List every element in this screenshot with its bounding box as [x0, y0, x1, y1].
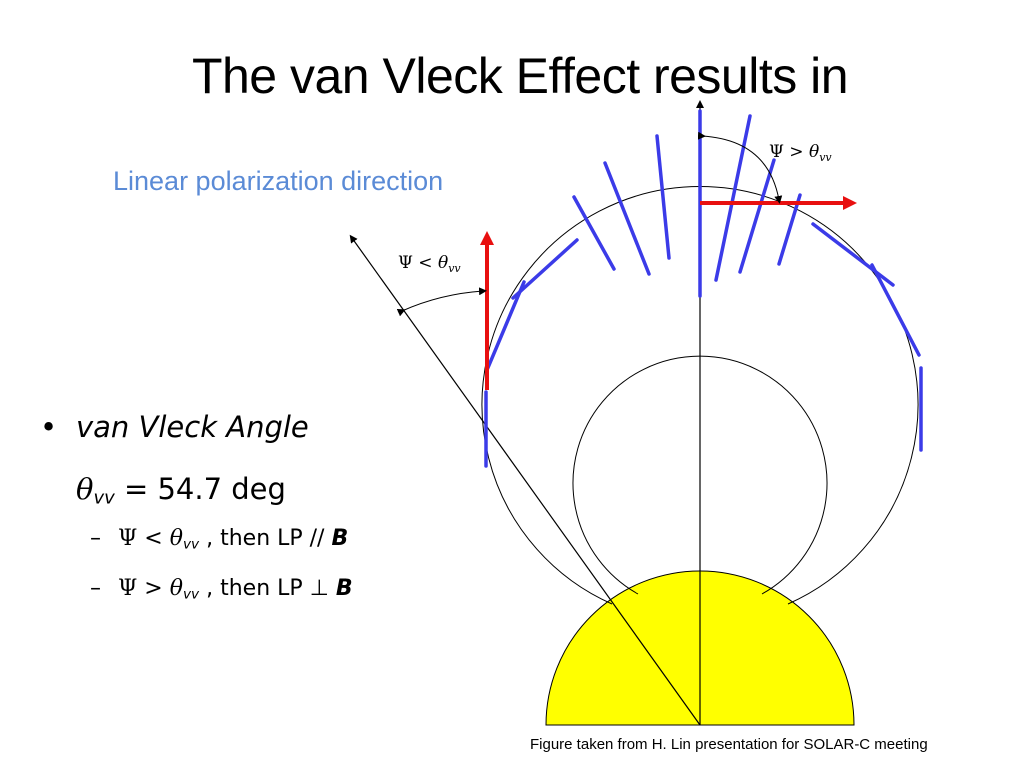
sub-bullet-text: , then LP ⊥ [199, 576, 336, 601]
linear-polarization-label: Linear polarization direction [113, 166, 444, 196]
greater-than-operator: > [137, 576, 170, 601]
theta-symbol: θ [169, 576, 183, 601]
theta-subscript: vv [182, 536, 200, 553]
theta-subscript: vv [182, 586, 200, 603]
bullet-marker: • [40, 410, 58, 444]
angle-arc-top [697, 131, 783, 204]
van-vleck-angle-value: θvv = 54.7 deg [76, 472, 286, 508]
line-of-sight [349, 234, 701, 726]
figure-caption: Figure taken from H. Lin presentation fo… [530, 736, 928, 753]
dash-marker: – [90, 526, 101, 551]
label-psi-less-theta: Ψ < θvv [398, 253, 461, 275]
bullet-text: van Vleck Angle [76, 410, 309, 444]
dash-marker: – [90, 576, 101, 601]
psi-symbol: Ψ [118, 526, 138, 551]
sub-bullet-parallel: –Ψ < θvv , then LP // B [90, 526, 348, 552]
theta-symbol: θ [169, 526, 183, 551]
slide-title: The van Vleck Effect results in [191, 48, 849, 104]
field-b-symbol: B [335, 576, 353, 601]
angle-arc-left [396, 287, 487, 317]
field-b-symbol: B [331, 526, 349, 551]
label-psi-greater-theta: Ψ > θvv [769, 142, 832, 164]
bullet-van-vleck-angle: • van Vleck Angle [40, 410, 309, 444]
sub-bullet-text: , then LP // [199, 526, 332, 551]
less-than-operator: < [137, 526, 170, 551]
sub-bullet-perpendicular: –Ψ > θvv , then LP ⊥ B [90, 576, 353, 602]
angle-value-text: = 54.7 deg [114, 472, 286, 506]
polarization-bars [484, 109, 923, 468]
theta-symbol: θ [76, 472, 94, 506]
theta-subscript: vv [93, 487, 115, 509]
psi-symbol: Ψ [118, 576, 138, 601]
